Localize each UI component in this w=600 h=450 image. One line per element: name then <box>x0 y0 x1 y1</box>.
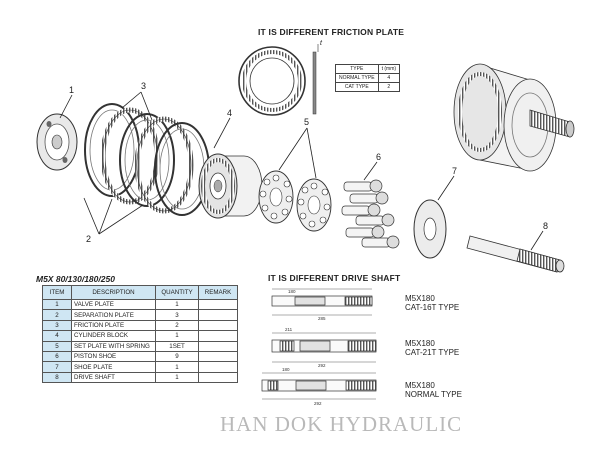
shaft-dimensions: 180 285 211 292 180 292 <box>282 289 326 406</box>
watermark-text: HAN DOK HYDRAULIC <box>220 412 463 436</box>
friction-header-t: t (mm) <box>377 64 401 74</box>
callout-8: 8 <box>543 221 548 231</box>
friction-plate-title: IT IS DIFFERENT FRICTION PLATE <box>258 27 405 37</box>
dim-16t-a: 180 <box>288 289 296 294</box>
callout-6: 6 <box>376 152 381 162</box>
callout-4: 4 <box>227 108 232 118</box>
drive-shaft-title: IT IS DIFFERENT DRIVE SHAFT <box>268 273 401 283</box>
friction-row-type: CAT TYPE <box>335 82 379 92</box>
dim-16t-b: 285 <box>318 316 326 321</box>
callout-3: 3 <box>141 81 146 91</box>
set-plate-part <box>258 170 332 232</box>
model-title: M5X 80/130/180/250 <box>36 274 115 284</box>
callout-7: 7 <box>452 166 457 176</box>
dim-normal-b: 292 <box>314 401 322 406</box>
callout-5: 5 <box>304 117 309 127</box>
dim-normal-a: 180 <box>282 367 290 372</box>
callout-1: 1 <box>69 85 74 95</box>
friction-row-t: 2 <box>377 82 401 92</box>
dim-21t-b: 292 <box>318 363 326 368</box>
assembled-motor-part <box>453 63 575 172</box>
friction-header-type: TYPE <box>335 64 379 74</box>
friction-plate-detail <box>238 44 319 116</box>
shoe-plate-part <box>413 199 447 259</box>
parts-header-description: DESCRIPTION <box>71 285 156 300</box>
drive-shaft-part <box>466 235 565 273</box>
friction-type-table: TYPE t (mm) NORMAL TYPE 4 CAT TYPE 2 <box>335 64 401 92</box>
parts-header-remark: REMARK <box>198 285 238 300</box>
valve-plate-part <box>36 113 78 171</box>
shaft-normal-drawing <box>261 372 377 400</box>
shaft-21t-drawing <box>271 332 377 363</box>
thickness-symbol: t <box>320 40 322 47</box>
callout-2: 2 <box>86 234 91 244</box>
friction-row-t: 4 <box>377 73 401 83</box>
parts-header-item: ITEM <box>42 285 72 300</box>
shaft-16t-drawing <box>271 288 373 316</box>
piston-shoe-part <box>341 179 400 249</box>
drive-shaft-drawings <box>261 288 377 400</box>
callout-leader-lines <box>59 91 544 251</box>
cylinder-block-part <box>198 153 263 219</box>
separation-friction-plates-part <box>84 103 210 216</box>
dim-21t-a: 211 <box>285 327 293 332</box>
callout-numbers: 1 3 2 4 5 6 7 8 <box>69 81 548 244</box>
friction-row-type: NORMAL TYPE <box>335 73 379 83</box>
parts-header-quantity: QUANTITY <box>155 285 199 300</box>
